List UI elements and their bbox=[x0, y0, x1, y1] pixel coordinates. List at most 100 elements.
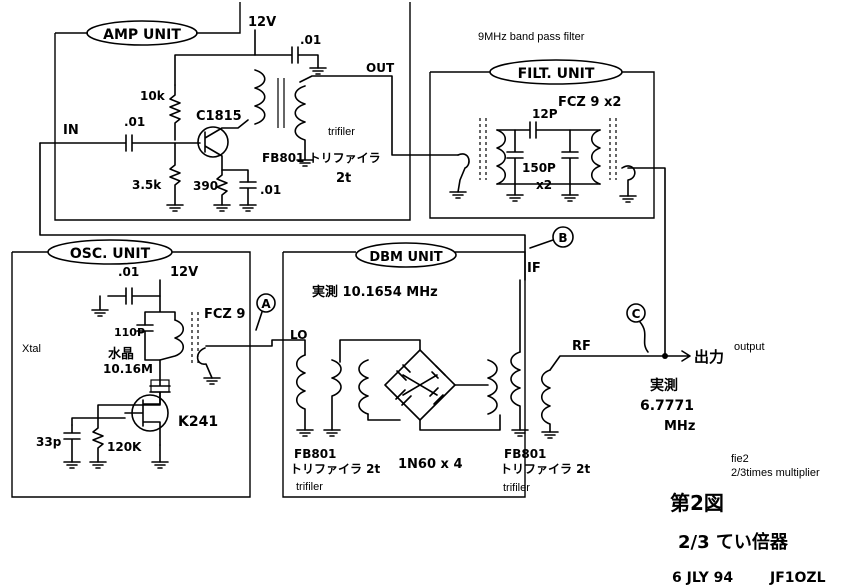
diode-icon bbox=[431, 365, 446, 379]
amp-trifiler-note: trifiler bbox=[328, 126, 355, 138]
osc-xtal-freq: 10.16M bbox=[103, 362, 153, 376]
output-unit: MHz bbox=[664, 419, 695, 434]
diode-icon bbox=[395, 389, 412, 406]
transistor-icon bbox=[197, 126, 229, 158]
osc-tank-coil bbox=[159, 319, 185, 361]
ground-icon bbox=[323, 429, 341, 437]
marker-c-label: C bbox=[632, 307, 641, 321]
footer-date: 6 JLY 94 bbox=[672, 570, 733, 586]
osc-unit-label-oval bbox=[47, 239, 173, 265]
amp-r-top-resistor bbox=[169, 84, 181, 141]
amp-turns-label: 2t bbox=[336, 171, 351, 186]
amp-unit-label-oval bbox=[86, 20, 198, 46]
diode-icon bbox=[396, 364, 411, 381]
dbm-rf-coil bbox=[540, 369, 551, 433]
ground-icon bbox=[213, 204, 231, 212]
dbm-trans-r: FB801 bbox=[504, 447, 546, 461]
marker-c-leader bbox=[639, 321, 649, 353]
dbm-unit-label-oval bbox=[355, 242, 457, 268]
output-arrow bbox=[664, 350, 691, 362]
if-to-amp-wire bbox=[39, 142, 526, 281]
filt-out-wire bbox=[627, 167, 666, 356]
osc-cap-label: .01 bbox=[118, 265, 139, 279]
osc-unit-label: OSC. UNIT bbox=[70, 246, 151, 262]
amp-r-em-label: 390 bbox=[193, 179, 218, 193]
osc-r-120-label: 120K bbox=[107, 440, 142, 454]
amp-emitter-wire bbox=[221, 169, 249, 183]
marker-a-label: A bbox=[261, 297, 271, 311]
osc-lo-wire bbox=[205, 339, 306, 356]
dbm-trans-l2: トリファイラ 2t bbox=[290, 462, 381, 476]
ground-icon bbox=[239, 204, 257, 212]
amp-top-cap bbox=[254, 46, 319, 69]
filt-x2-label: x2 bbox=[536, 178, 552, 192]
marker-b-label: B bbox=[558, 231, 567, 245]
amp-transistor-leads bbox=[204, 119, 249, 171]
osc-cap-33-label: 33p bbox=[36, 435, 62, 449]
marker-b-leader bbox=[529, 239, 554, 249]
ground-icon bbox=[296, 429, 314, 437]
dbm-lo-coil bbox=[295, 354, 306, 431]
dbm-left-trafo-b bbox=[358, 359, 369, 415]
fig-note: fie2 bbox=[731, 453, 749, 465]
output-label: 出力 bbox=[694, 348, 724, 366]
ground-icon bbox=[166, 204, 184, 212]
filt-coil-right bbox=[590, 129, 601, 185]
amp-out-wire bbox=[299, 75, 459, 156]
amp-unit-box-top bbox=[196, 2, 241, 34]
trifiler-note-left: trifiler bbox=[296, 481, 323, 493]
filt-core-left bbox=[479, 118, 487, 180]
output-note: output bbox=[734, 341, 765, 353]
crystal-icon bbox=[149, 379, 171, 395]
ground-icon bbox=[309, 67, 327, 75]
amp-in-wire bbox=[39, 134, 201, 152]
amp-core-icon bbox=[277, 78, 285, 128]
amp-in-cap-label: .01 bbox=[124, 115, 145, 129]
ground-icon bbox=[296, 159, 314, 167]
filt-core-right bbox=[609, 118, 617, 180]
dbm-cross-wires bbox=[402, 374, 438, 396]
filt-input-link bbox=[457, 153, 470, 193]
ground-icon bbox=[91, 295, 109, 317]
dbm-lo-label: LO bbox=[290, 328, 307, 342]
amp-em-cap bbox=[239, 181, 257, 206]
filt-unit-box bbox=[429, 71, 655, 219]
dbm-measured: 実測 10.1654 MHz bbox=[312, 284, 438, 300]
dbm-diodes-label: 1N60 x 4 bbox=[398, 457, 463, 472]
output-measured: 実測 bbox=[650, 377, 678, 394]
amp-coil-icon bbox=[254, 69, 266, 125]
amp-secondary-coil-icon bbox=[294, 85, 306, 161]
bpf-note: 9MHz band pass filter bbox=[478, 31, 585, 43]
amp-in-label: IN bbox=[63, 123, 79, 138]
amp-r-top-label: 10k bbox=[140, 89, 166, 103]
osc-cap-top bbox=[107, 279, 161, 305]
amp-out-label: OUT bbox=[366, 61, 395, 75]
amp-top-cap-label: .01 bbox=[300, 33, 321, 47]
amp-r-bot-label: 3.5k bbox=[132, 178, 162, 192]
amp-transistor-label: C1815 bbox=[196, 109, 242, 124]
diode-icon bbox=[429, 387, 444, 405]
dbm-unit-box bbox=[282, 251, 526, 498]
fig-desc-note: 2/3times multiplier bbox=[731, 467, 820, 479]
ground-icon bbox=[63, 461, 81, 469]
amp-unit-label: AMP UNIT bbox=[103, 27, 181, 43]
ground-icon bbox=[511, 429, 529, 437]
output-freq: 6.7771 bbox=[640, 398, 694, 414]
trifiler-note-right: trifiler bbox=[503, 482, 530, 494]
osc-tank-cap bbox=[136, 324, 161, 381]
footer-fig-no: 第2図 bbox=[670, 491, 724, 515]
osc-unit-box bbox=[11, 251, 251, 498]
osc-r-120 bbox=[92, 417, 104, 463]
filt-unit-label: FILT. UNIT bbox=[518, 66, 595, 82]
ground-icon bbox=[203, 377, 221, 385]
osc-output-link bbox=[196, 347, 213, 379]
osc-fet-label: K241 bbox=[178, 414, 218, 430]
osc-xtal-label: 水晶 bbox=[108, 346, 134, 362]
osc-fcz-label: FCZ 9 bbox=[204, 307, 245, 322]
footer-call: JF1OZL bbox=[769, 570, 826, 586]
xtal-note: Xtal bbox=[22, 343, 41, 355]
osc-vcc-label: 12V bbox=[170, 265, 198, 280]
amp-vcc-wire bbox=[174, 29, 256, 86]
filt-output-link bbox=[621, 165, 636, 197]
marker-a bbox=[256, 293, 276, 313]
